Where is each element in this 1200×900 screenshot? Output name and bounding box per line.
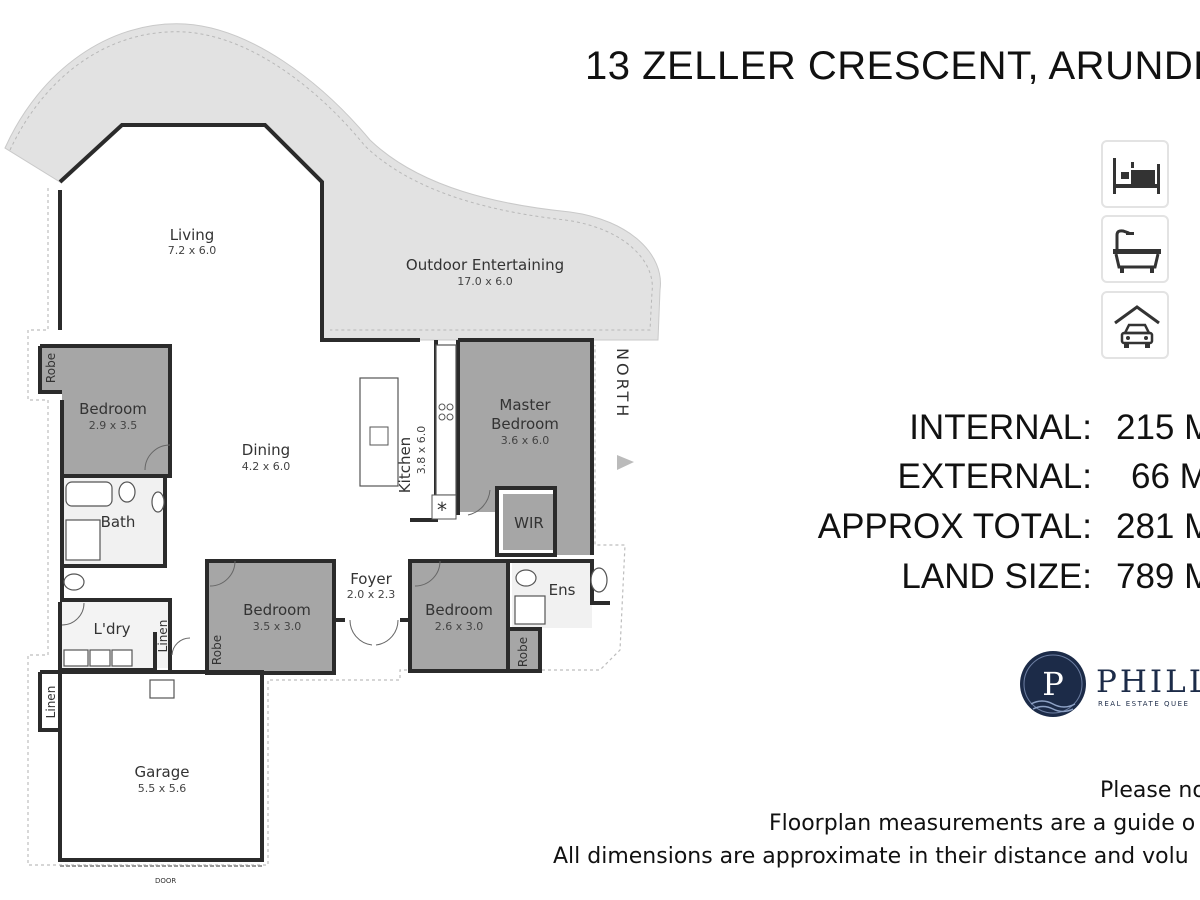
bed-icon: [1113, 158, 1160, 194]
logo-tagline: REAL ESTATE QUEE: [1098, 700, 1189, 708]
cooktop: [438, 403, 454, 421]
master-dim: 3.6 x 6.0: [501, 434, 550, 447]
agency-logo: P PHILL REAL ESTATE QUEE: [1019, 650, 1200, 724]
garage-label: Garage: [135, 763, 190, 781]
property-address: 13 ZELLER CRESCENT, ARUNDE: [585, 44, 1200, 88]
laundry-label: L'dry: [93, 620, 130, 638]
outdoor-deck-area: [4, 23, 661, 341]
bed-icon-tile: [1101, 140, 1169, 208]
robe-mid-label: Robe: [210, 635, 224, 665]
stat-value-land: 789 M: [1116, 557, 1200, 596]
ens-robe-fill: [508, 629, 538, 671]
car-icon: [1114, 305, 1160, 348]
linen-laundry-label: Linen: [156, 620, 170, 653]
pantry: [431, 494, 457, 520]
living-label: Living: [170, 226, 215, 244]
bath-label: Bath: [101, 513, 136, 531]
stat-value-total: 281 M: [1116, 507, 1200, 546]
bedroom-right-dim: 2.6 x 3.0: [435, 620, 484, 633]
walls: [38, 123, 610, 862]
north-label: NORTH: [613, 348, 632, 419]
logo-initial: P: [1042, 665, 1064, 703]
garage-door-label: DOOR: [155, 877, 176, 885]
dining-label: Dining: [242, 441, 290, 459]
wir-fill: [503, 494, 553, 550]
outdoor-label: Outdoor Entertaining: [406, 256, 564, 274]
bedroom-left-label: Bedroom: [79, 400, 147, 418]
disclaimer-line-2: Floorplan measurements are a guide o: [769, 811, 1196, 836]
stat-value-internal: 215 M: [1116, 408, 1200, 447]
north-arrow: NORTH: [613, 348, 634, 470]
bath-icon: [1113, 229, 1161, 273]
car-icon-tile: [1101, 291, 1169, 359]
robe-right-label: Robe: [516, 637, 530, 667]
master-label-2: Bedroom: [491, 415, 559, 433]
foyer-label: Foyer: [350, 570, 392, 588]
bedroom-mid-fill: [207, 561, 334, 671]
bedroom-mid-label: Bedroom: [243, 601, 311, 619]
stat-label-land: LAND SIZE:: [901, 557, 1092, 596]
ens-fixtures: [514, 567, 608, 625]
bedroom-mid-dim: 3.5 x 3.0: [253, 620, 302, 633]
ens-label: Ens: [549, 581, 576, 599]
logo-emblem: P PHILL REAL ESTATE QUEE: [1020, 651, 1200, 717]
stat-value-external: 66 M: [1131, 457, 1200, 496]
stat-label-external: EXTERNAL:: [897, 457, 1093, 496]
living-dim: 7.2 x 6.0: [168, 244, 217, 257]
foyer-dim: 2.0 x 2.3: [347, 588, 396, 601]
bedroom-right-fill: [410, 561, 508, 671]
floorplan: * DOOR NORTH Living 7.2 x 6.0 Outdo: [4, 23, 661, 885]
linen-garage-label: Linen: [44, 686, 58, 719]
bedroom-left-dim: 2.9 x 3.5: [89, 419, 138, 432]
kitchen-dim: 3.8 x 6.0: [415, 426, 428, 475]
logo-name: PHILL: [1096, 664, 1200, 700]
garage-dim: 5.5 x 5.6: [138, 782, 187, 795]
master-label-1: Master: [499, 396, 551, 414]
disclaimer-line-1: Please no: [1100, 778, 1200, 803]
robe-left-label: Robe: [44, 353, 58, 383]
door-swings: [61, 444, 491, 656]
site-boundary: [27, 188, 626, 866]
stat-label-internal: INTERNAL:: [909, 408, 1092, 447]
bath-fixtures: [63, 481, 175, 699]
outdoor-dim: 17.0 x 6.0: [457, 275, 513, 288]
kitchen-label: Kitchen: [396, 437, 414, 493]
disclaimer-line-3: All dimensions are approximate in their …: [553, 844, 1189, 869]
robe-left-fill: [40, 346, 62, 390]
dining-dim: 4.2 x 6.0: [242, 460, 291, 473]
bedroom-right-label: Bedroom: [425, 601, 493, 619]
stat-label-total: APPROX TOTAL:: [817, 507, 1092, 546]
kitchen-sink: [369, 426, 389, 446]
bath-icon-tile: [1101, 215, 1169, 283]
fridge-star: *: [437, 498, 447, 522]
wir-label: WIR: [514, 514, 544, 532]
